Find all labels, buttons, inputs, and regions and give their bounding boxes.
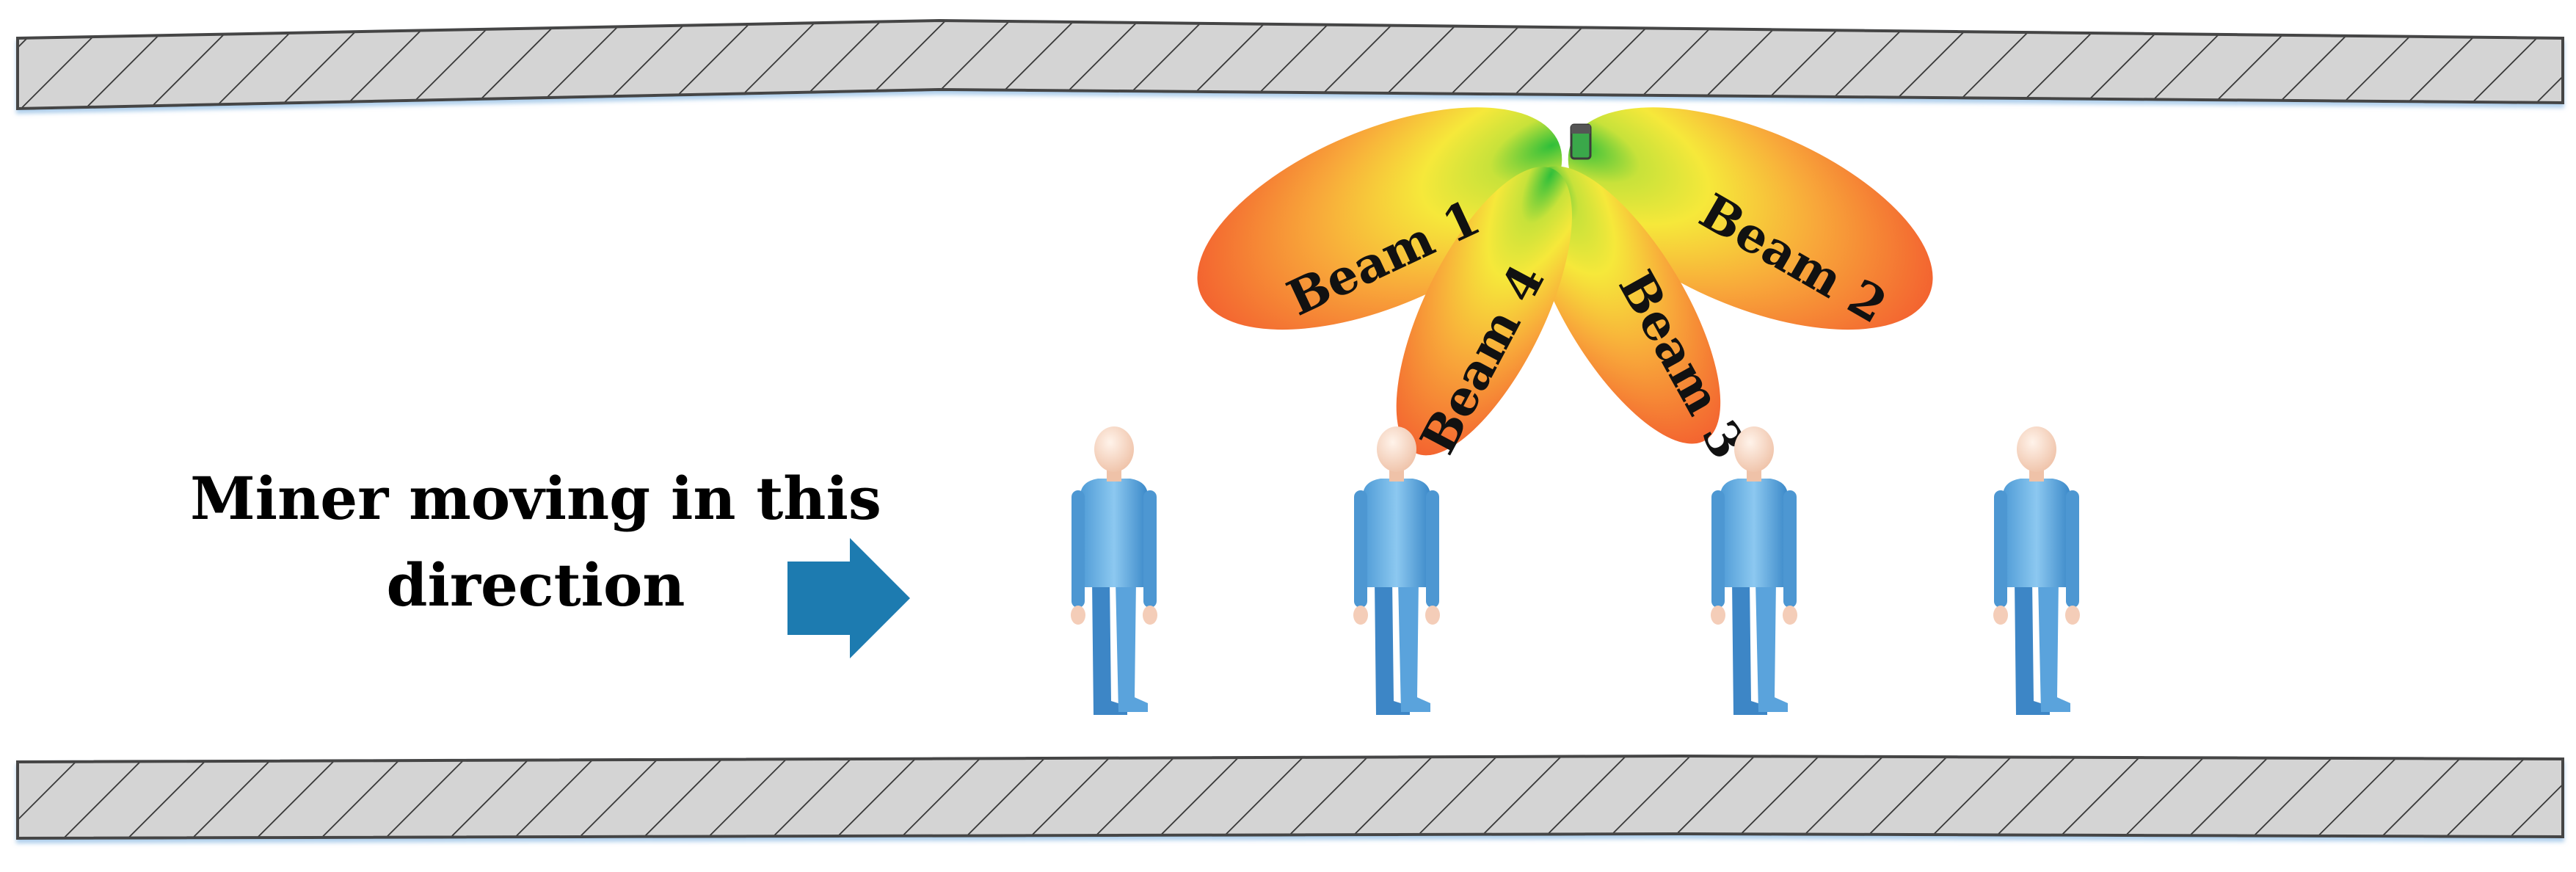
- antenna-beams: [1197, 107, 1933, 456]
- movement-caption-line-2: direction: [386, 551, 685, 620]
- movement-caption-line-1: Miner moving in this: [190, 464, 881, 533]
- arrow-right-icon: [787, 538, 910, 658]
- antenna-icon: [1570, 123, 1592, 160]
- beam-2-lobe: [1568, 107, 1933, 330]
- miners: [1071, 426, 2080, 715]
- tunnel-roof: [16, 18, 2564, 111]
- person-icon: [1071, 426, 1157, 715]
- tunnel-walls: [16, 18, 2564, 840]
- beam-4-lobe: [1396, 167, 1572, 456]
- person-icon: [1353, 426, 1440, 715]
- beam-1-lobe: [1197, 107, 1562, 330]
- tunnel-floor: [16, 754, 2564, 840]
- person-icon: [1993, 426, 2080, 715]
- beam-3-lobe: [1527, 166, 1721, 444]
- movement-caption: Miner moving in this direction: [147, 455, 925, 628]
- person-icon: [1711, 426, 1797, 715]
